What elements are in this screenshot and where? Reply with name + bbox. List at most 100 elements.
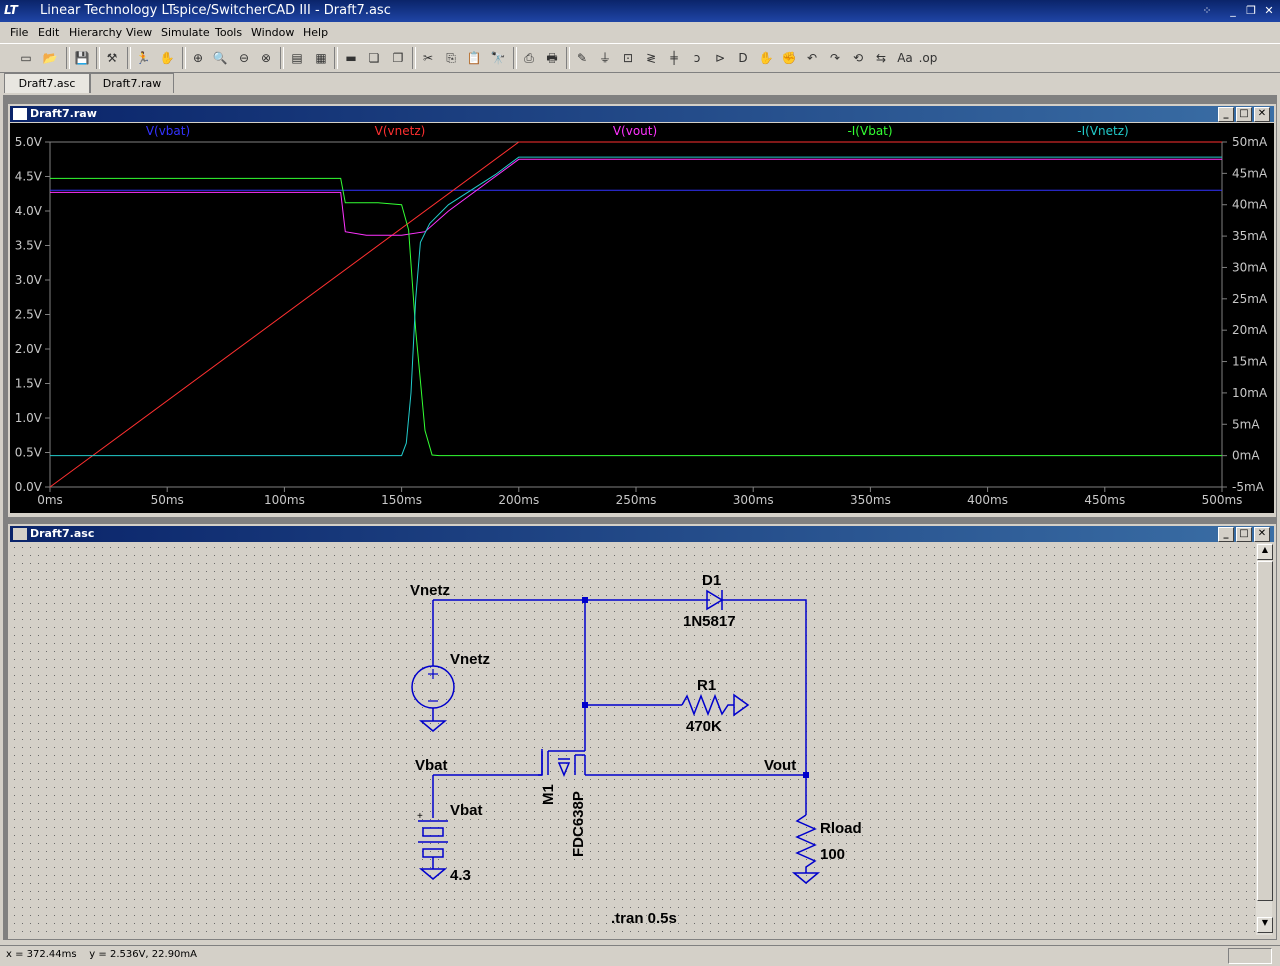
move-icon[interactable]: ✋ <box>758 51 774 65</box>
waveform-maximize-button[interactable]: □ <box>1236 107 1252 122</box>
spice-directive-tran[interactable]: .tran 0.5s <box>611 910 677 927</box>
open-icon[interactable]: 📂 <box>42 51 58 65</box>
r1-ground-icon <box>733 693 750 717</box>
component-icon[interactable]: D <box>738 51 748 65</box>
net-label-vout[interactable]: Vout <box>764 757 796 774</box>
inductor-icon[interactable]: ↄ <box>693 51 701 65</box>
minimize-button[interactable]: _ <box>1230 4 1236 17</box>
rload-symbol <box>795 814 817 873</box>
y-right-tick-label: 25mA <box>1232 292 1268 306</box>
schematic-close-button[interactable]: ✕ <box>1254 527 1270 542</box>
zoom-out-icon[interactable]: ⊖ <box>238 51 250 65</box>
menu-edit[interactable]: Edit <box>38 26 60 39</box>
window-menu-icon[interactable]: ⁘ <box>1202 4 1212 17</box>
tab-draft7-raw[interactable]: Draft7.raw <box>90 73 174 93</box>
rload-name-label[interactable]: Rload <box>820 820 862 837</box>
menu-simulate[interactable]: Simulate <box>161 26 210 39</box>
mirror-icon[interactable]: ⇆ <box>875 51 887 65</box>
zoom-in-icon[interactable]: ⊕ <box>192 51 204 65</box>
save-icon[interactable]: 💾 <box>74 51 90 65</box>
menu-tools[interactable]: Tools <box>215 26 243 39</box>
schematic-minimize-button[interactable]: _ <box>1218 527 1234 542</box>
waveform-minimize-button[interactable]: _ <box>1218 107 1234 122</box>
control-panel-icon[interactable]: ⚒ <box>106 51 118 65</box>
scroll-up-arrow-icon[interactable]: ▲ <box>1257 544 1273 560</box>
legend-vnetz[interactable]: V(vnetz) <box>375 124 426 138</box>
schematic-drawing[interactable]: Vnetz Vnetz D1 1N5817 R1 470K Vbat Vbat … <box>10 543 1256 935</box>
undo-icon[interactable]: ↶ <box>806 51 818 65</box>
resistor-icon[interactable]: ≷ <box>645 51 657 65</box>
y-right-tick-label: -5mA <box>1232 480 1265 494</box>
redo-icon[interactable]: ↷ <box>829 51 841 65</box>
find-icon[interactable]: 🔭 <box>490 51 506 65</box>
cascade-icon[interactable]: ❏ <box>368 51 380 65</box>
menu-hierarchy[interactable]: Hierarchy <box>69 26 123 39</box>
schematic-canvas[interactable]: Vnetz Vnetz D1 1N5817 R1 470K Vbat Vbat … <box>10 543 1256 935</box>
menu-help[interactable]: Help <box>303 26 329 39</box>
rload-value-label[interactable]: 100 <box>820 846 845 863</box>
legend-ivnetz[interactable]: -I(Vnetz) <box>1077 124 1128 138</box>
legend-vout[interactable]: V(vout) <box>613 124 657 138</box>
tile-vertical-icon[interactable]: ❐ <box>392 51 404 65</box>
halt-icon[interactable]: ✋ <box>159 51 175 65</box>
legend-vbat[interactable]: V(vbat) <box>146 124 190 138</box>
paste-icon[interactable]: 📋 <box>466 51 482 65</box>
waveform-close-button[interactable]: ✕ <box>1254 107 1270 122</box>
schematic-vertical-scrollbar[interactable]: ▲ ▼ <box>1256 543 1273 935</box>
waveform-window-title: Draft7.raw <box>30 107 97 120</box>
cut-icon[interactable]: ✂ <box>422 51 434 65</box>
menu-file[interactable]: File <box>10 26 29 39</box>
zoom-fit-icon[interactable]: ⊗ <box>260 51 272 65</box>
scroll-down-arrow-icon[interactable]: ▼ <box>1257 917 1273 933</box>
capacitor-icon[interactable]: ╪ <box>670 51 678 65</box>
restore-button[interactable]: ❐ <box>1246 4 1256 17</box>
autorange-icon[interactable]: ▤ <box>291 51 303 65</box>
rotate-icon[interactable]: ⟲ <box>852 51 864 65</box>
print-setup-icon[interactable]: ⎙ <box>524 51 534 65</box>
legend-ivbat[interactable]: -I(Vbat) <box>847 124 892 138</box>
source-label-vnetz[interactable]: Vnetz <box>450 651 490 668</box>
waveform-window-title-bar[interactable]: Draft7.raw _ □ ✕ <box>10 106 1274 122</box>
y-left-tick-label: 3.5V <box>15 239 43 253</box>
schematic-maximize-button[interactable]: □ <box>1236 527 1252 542</box>
vbat-value-label[interactable]: 4.3 <box>450 867 471 884</box>
diode-icon[interactable]: ⊳ <box>714 51 726 65</box>
run-icon[interactable]: 🏃 <box>135 51 151 65</box>
tile-horizontal-icon[interactable]: ▬ <box>345 51 357 65</box>
vnetz-ground-icon <box>418 720 448 732</box>
diode-model-label[interactable]: 1N5817 <box>683 613 736 630</box>
net-label-vbat[interactable]: Vbat <box>415 757 448 774</box>
y-left-tick-label: 1.5V <box>15 377 43 391</box>
resistor-r1-value-label[interactable]: 470K <box>686 718 722 735</box>
schematic-window-title-bar[interactable]: Draft7.asc _ □ ✕ <box>10 526 1274 542</box>
tab-draft7-asc[interactable]: Draft7.asc <box>4 73 90 93</box>
series-line-ivnetz <box>50 156 1222 457</box>
grid-icon[interactable]: ▦ <box>315 51 327 65</box>
ground-icon[interactable]: ⏚ <box>598 51 611 65</box>
pan-icon[interactable]: 🔍 <box>212 51 228 65</box>
diode-d1-symbol <box>706 589 724 611</box>
diode-name-label[interactable]: D1 <box>702 572 721 589</box>
x-tick-label: 400ms <box>967 493 1008 507</box>
menu-view[interactable]: View <box>126 26 153 39</box>
source-label-vbat[interactable]: Vbat <box>450 802 483 819</box>
menu-window[interactable]: Window <box>251 26 295 39</box>
draw-wire-icon[interactable]: ✎ <box>576 51 588 65</box>
y-left-tick-label: 4.0V <box>15 204 43 218</box>
net-label-vnetz[interactable]: Vnetz <box>410 582 450 599</box>
new-schematic-icon[interactable]: ▭ <box>20 51 32 65</box>
spice-directive-icon[interactable]: .op <box>918 51 938 65</box>
scrollbar-thumb[interactable] <box>1257 561 1273 901</box>
drag-icon[interactable]: ✊ <box>781 51 797 65</box>
label-net-icon[interactable]: ⊡ <box>622 51 634 65</box>
copy-icon[interactable]: ⎘ <box>446 51 456 65</box>
resistor-r1-name-label[interactable]: R1 <box>697 677 716 694</box>
close-button[interactable]: ✕ <box>1264 4 1274 17</box>
junction-dot <box>582 597 588 603</box>
text-icon[interactable]: Aa <box>897 51 913 65</box>
print-icon[interactable]: 🖶 <box>546 51 558 65</box>
mosfet-name-label[interactable]: M1 <box>540 784 557 805</box>
mosfet-model-label[interactable]: FDC638P <box>570 791 587 857</box>
